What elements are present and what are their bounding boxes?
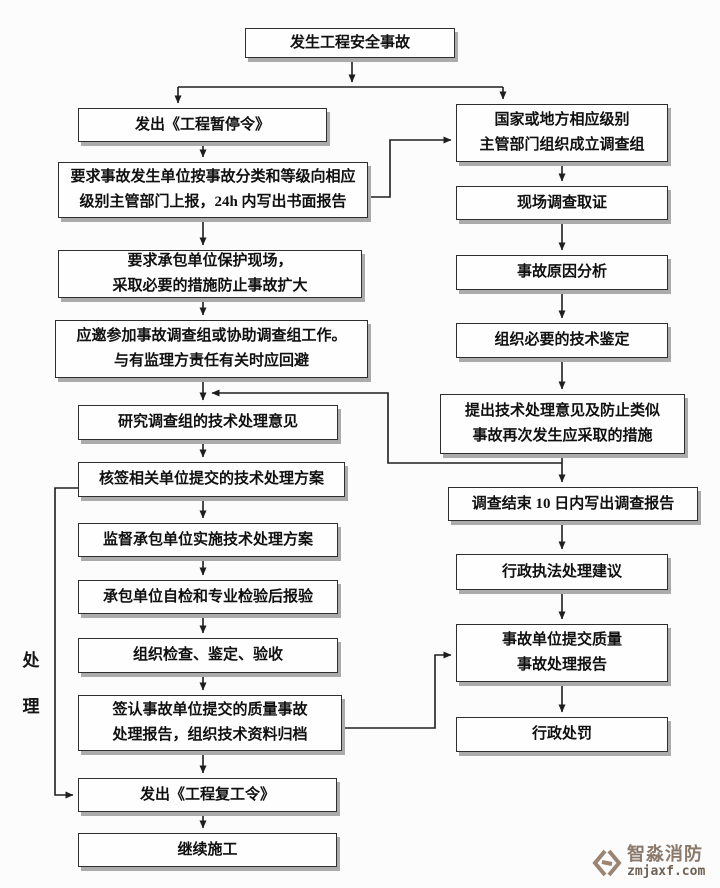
phase-label-handling: 处理 xyxy=(22,651,40,716)
node-site-investigation: 现场调查取证 xyxy=(456,186,668,220)
node-label-line: 事故单位提交质量 xyxy=(501,632,622,648)
watermark: 智淼消防 zmjaxf.com xyxy=(592,845,705,881)
watermark-brand: 智淼消防 xyxy=(627,844,703,864)
node-cause-analysis: 事故原因分析 xyxy=(456,255,668,290)
node-label-line: 发生工程安全事故 xyxy=(289,34,410,51)
node-label-line: 级别主管部门上报，24h 内写出书面报告 xyxy=(79,194,347,210)
node-label-line: 组织检查、鉴定、验收 xyxy=(132,647,283,663)
node-label-line: 要求承包单位保护现场， xyxy=(127,253,293,269)
node-countersign-technical-plan: 核签相关单位提交的技术处理方案 xyxy=(78,462,345,497)
node-supervise-implementation: 监督承包单位实施技术处理方案 xyxy=(78,523,338,557)
node-label-line: 监督承包单位实施技术处理方案 xyxy=(102,531,313,548)
node-protect-site: 要求承包单位保护现场， 采取必要的措施防止事故扩大 xyxy=(58,250,362,298)
node-sign-accident-report-archive: 签认事故单位提交的质量事故 处理报告，组织技术资料归档 xyxy=(78,695,342,751)
node-law-enforcement-suggestion: 行政执法处理建议 xyxy=(456,554,668,590)
node-label-line: 主管部门组织成立调查组 xyxy=(479,137,645,153)
node-require-report-24h: 要求事故发生单位按事故分类和等级向相应 级别主管部门上报，24h 内写出书面报告 xyxy=(58,162,368,218)
node-label-line: 国家或地方相应级别 xyxy=(494,112,630,128)
node-label-line: 承包单位自检和专业检验后报验 xyxy=(102,588,313,605)
node-submit-quality-accident-report: 事故单位提交质量 事故处理报告 xyxy=(456,624,668,682)
node-administrative-penalty: 行政处罚 xyxy=(456,717,668,752)
node-label-line: 调查结束 10 日内写出调查报告 xyxy=(471,495,675,512)
node-form-investigation-team: 国家或地方相应级别 主管部门组织成立调查组 xyxy=(456,104,668,162)
node-label-line: 签认事故单位提交的质量事故 xyxy=(112,702,308,718)
node-label-line: 继续施工 xyxy=(177,841,238,858)
node-label-line: 事故再次发生应采取的措施 xyxy=(472,428,653,444)
node-label-line: 事故处理报告 xyxy=(516,657,607,673)
node-label-line: 要求事故发生单位按事故分类和等级向相应 xyxy=(70,169,356,185)
node-technical-appraisal: 组织必要的技术鉴定 xyxy=(456,323,668,358)
node-label-line: 组织必要的技术鉴定 xyxy=(494,332,630,348)
node-label-line: 研究调查组的技术处理意见 xyxy=(117,414,298,430)
node-issue-suspension-order: 发出《工程暂停令》 xyxy=(78,108,327,142)
watermark-text: 智淼消防 zmjaxf.com xyxy=(627,844,706,880)
node-label-line: 行政处罚 xyxy=(531,726,592,742)
node-contractor-self-inspection: 承包单位自检和专业检验后报验 xyxy=(78,580,338,614)
node-label-line: 采取必要的措施防止事故扩大 xyxy=(112,278,308,294)
watermark-url: zmjaxf.com xyxy=(627,864,706,879)
node-label-line: 现场调查取证 xyxy=(516,194,607,211)
node-label-line: 事故原因分析 xyxy=(516,264,607,280)
node-label-line: 行政执法处理建议 xyxy=(501,563,622,580)
node-label-line: 与有监理方责任有关时应回避 xyxy=(113,353,309,369)
node-label-line: 发出《工程暂停令》 xyxy=(134,116,270,133)
node-continue-construction: 继续施工 xyxy=(78,833,337,867)
node-join-investigation-team: 应邀参加事故调查组或协助调查组工作。 与有监理方责任有关时应回避 xyxy=(55,320,368,378)
node-label-line: 提出技术处理意见及防止类似 xyxy=(464,403,660,419)
node-propose-measures: 提出技术处理意见及防止类似 事故再次发生应采取的措施 xyxy=(440,394,685,454)
node-label-line: 应邀参加事故调查组或协助调查组工作。 xyxy=(76,328,347,344)
node-issue-resume-work-order: 发出《工程复工令》 xyxy=(78,778,337,812)
node-study-technical-opinions: 研究调查组的技术处理意见 xyxy=(78,405,338,440)
node-accident-occurred: 发生工程安全事故 xyxy=(245,28,455,58)
node-label-line: 发出《工程复工令》 xyxy=(139,786,275,803)
node-label-line: 处理报告，组织技术资料归档 xyxy=(112,727,308,743)
watermark-logo-icon xyxy=(592,849,622,877)
node-label-line: 核签相关单位提交的技术处理方案 xyxy=(98,471,324,487)
node-investigation-report-10days: 调查结束 10 日内写出调查报告 xyxy=(448,487,698,521)
node-organize-inspection-acceptance: 组织检查、鉴定、验收 xyxy=(78,638,338,673)
